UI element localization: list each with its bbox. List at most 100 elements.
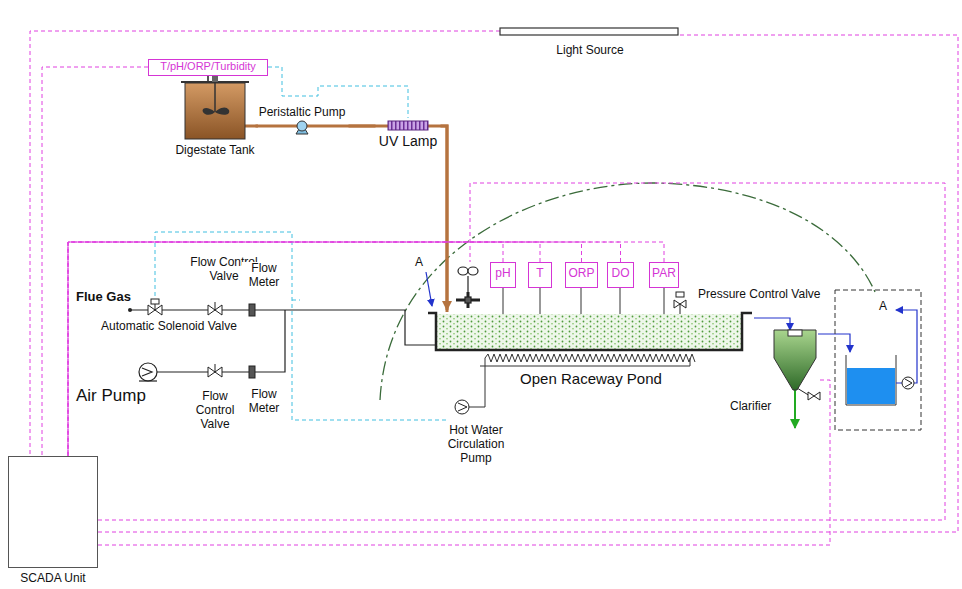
drawing-part <box>455 400 469 414</box>
connector <box>42 67 148 456</box>
node-label: DO <box>612 267 630 281</box>
drawing-part <box>902 377 914 389</box>
node-label: Open Raceway Pond <box>520 370 662 387</box>
annotation-label: Automatic Solenoid Valve <box>100 320 238 334</box>
node-label: SCADA Unit <box>20 572 85 586</box>
drawing-part <box>905 379 912 387</box>
drawing-part <box>151 299 159 304</box>
process-node: DO <box>607 262 634 288</box>
drawing-part <box>185 83 245 139</box>
scada-cabinet <box>9 457 98 568</box>
process-node: Open Raceway Pond <box>428 310 754 392</box>
annotation-label: Air Pump <box>75 386 147 406</box>
circulation-pump <box>455 400 469 414</box>
control-line <box>292 300 300 301</box>
process-node: ORP <box>565 262 598 288</box>
drawing-part <box>458 267 468 275</box>
drawing-part <box>468 267 478 275</box>
signal-line <box>98 183 945 520</box>
process-node: T <box>528 262 552 288</box>
drawing-part <box>249 366 255 378</box>
flow-control-valve <box>208 302 222 377</box>
drawing-part <box>249 304 255 316</box>
node-label: Peristaltic Pump <box>259 106 346 120</box>
drawing-part <box>788 330 802 336</box>
pump-symbol <box>296 121 308 134</box>
annotation-label: Flow Control Valve <box>188 390 242 431</box>
process-node: T/pH/ORP/Turbidity <box>148 59 268 76</box>
drawing-part <box>465 297 471 303</box>
drawing-part <box>676 292 684 297</box>
drawing-part <box>142 368 152 376</box>
greenhouse-dome <box>380 183 875 400</box>
recycle-arrow <box>426 272 432 306</box>
process-node: Light Source <box>500 26 680 62</box>
recycle-box <box>835 290 921 430</box>
recycle-pump <box>902 377 914 389</box>
heating-coil <box>485 354 695 362</box>
node-label: PAR <box>652 267 676 281</box>
drawing-part <box>846 355 896 405</box>
node-shape <box>730 330 820 392</box>
node-shape <box>428 310 754 354</box>
drawing-part <box>214 82 216 112</box>
node-shape <box>500 26 680 38</box>
flow-meter <box>249 304 255 378</box>
clarifier-valve <box>797 388 820 400</box>
drawing-part <box>212 76 218 82</box>
drawing-part <box>215 364 216 372</box>
annotation-label: A <box>878 300 888 314</box>
drawing-part <box>139 363 157 381</box>
clarifier-cone <box>774 330 816 390</box>
drawing-part <box>456 292 480 308</box>
air-pump-symbol <box>139 363 157 381</box>
process-node: UV Lamp <box>376 119 441 151</box>
solenoid-valve <box>148 299 162 315</box>
drawing-part <box>203 107 230 114</box>
annotation-label: Hot Water Circulation Pump <box>437 424 515 465</box>
annotation-label: Flue Gas <box>75 290 132 305</box>
drawing-part <box>297 121 307 131</box>
connector <box>349 125 376 128</box>
drawing-part <box>437 314 742 349</box>
drawing-part <box>458 403 467 411</box>
annotation-label: A <box>414 256 424 270</box>
light-bar <box>500 28 678 35</box>
node-shape <box>379 119 437 131</box>
harvest-outlet <box>794 390 796 428</box>
annotation-label: Flow Meter <box>242 388 286 416</box>
connector <box>98 380 830 545</box>
hot-water-line <box>469 358 690 407</box>
process-node: pH <box>490 262 516 288</box>
uv-lamp-tube <box>388 121 428 130</box>
tank-drawing <box>181 76 249 139</box>
recycle-tank <box>846 355 896 405</box>
process-node: SCADA Unit <box>8 456 98 588</box>
node-label: T/pH/ORP/Turbidity <box>160 60 256 73</box>
drawing-part <box>808 392 820 400</box>
node-label: Digestate Tank <box>175 144 254 158</box>
annotation-label: Flow Meter <box>242 262 286 290</box>
signal-line <box>98 35 958 532</box>
annotation-label: Pressure Control Valve <box>697 288 822 302</box>
process-node: Clarifier <box>730 330 820 416</box>
process-node: PAR <box>649 262 679 288</box>
node-label: T <box>536 267 543 281</box>
pond-basin <box>428 313 752 350</box>
drawing-part <box>774 330 816 390</box>
node-label: pH <box>495 267 510 281</box>
drawing-part <box>128 308 132 312</box>
recycle-line <box>896 310 917 383</box>
node-shape <box>8 456 98 568</box>
overflow-line <box>818 334 850 352</box>
node-label: UV Lamp <box>379 133 437 149</box>
node-label: Clarifier <box>730 400 771 414</box>
connector <box>754 318 790 330</box>
connector <box>441 126 448 310</box>
drawing-part <box>215 302 216 310</box>
drawing-part <box>428 313 752 350</box>
drawing-part <box>847 368 895 404</box>
paddle-wheel <box>456 267 480 308</box>
process-node: Digestate Tank <box>172 76 258 160</box>
node-label: ORP <box>568 267 594 281</box>
